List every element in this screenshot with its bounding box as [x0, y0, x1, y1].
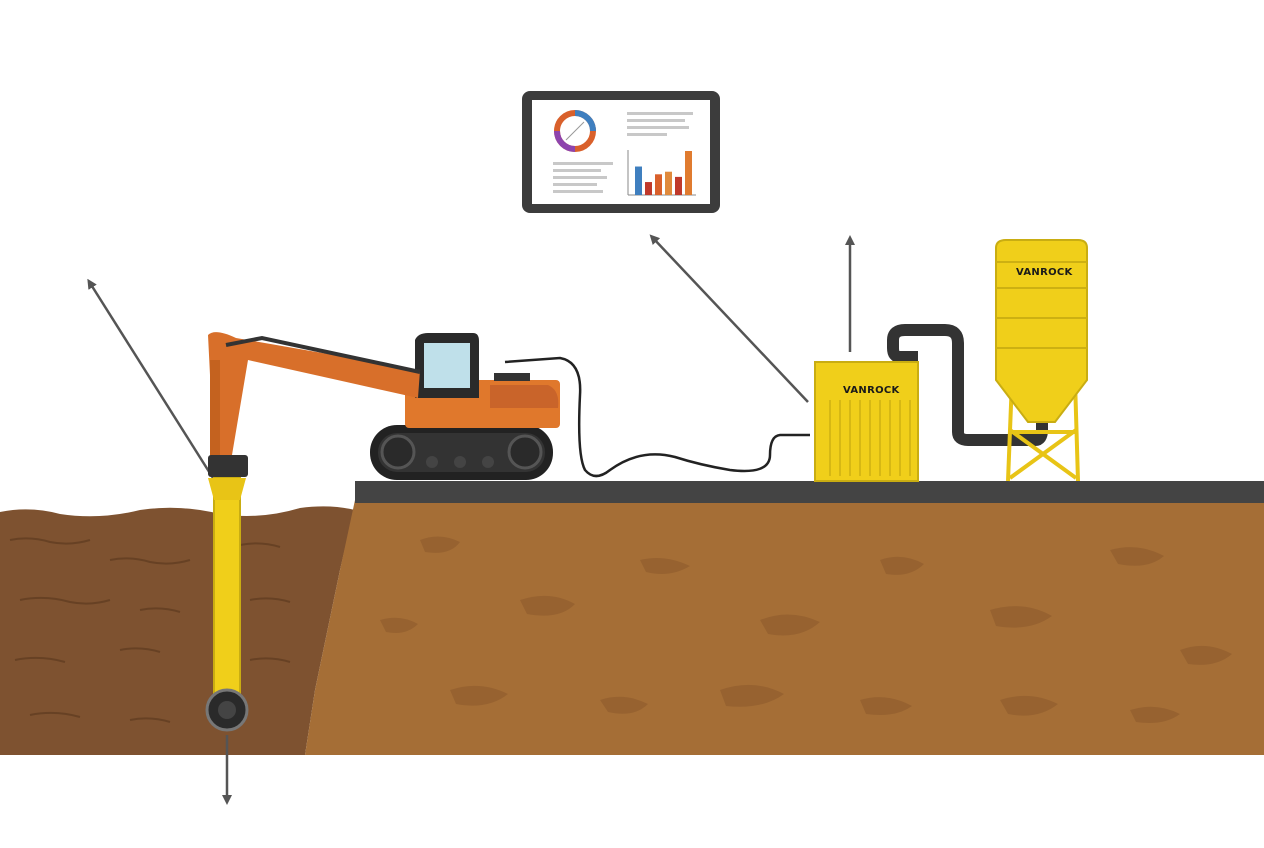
donut-chart: [554, 110, 596, 152]
excavator-tracks: [370, 425, 553, 480]
tablet-chart-bar: [635, 166, 642, 195]
excavator-cab-window: [424, 343, 470, 388]
soil-texture: [380, 536, 1232, 723]
excavator-hydraulic-cylinder: [210, 360, 220, 460]
tablet-screen: [532, 100, 710, 204]
mixing-tool-head-top: [208, 478, 246, 500]
tablet-chart-bar: [685, 151, 692, 195]
excavator-counterweight: [490, 385, 559, 408]
arrow-to-tablet: [649, 234, 809, 403]
mixing-tool-shaft: [213, 477, 241, 711]
hose-silo-to-container: [887, 324, 1048, 446]
ground: [0, 481, 1264, 755]
tablet-chart-bar: [645, 182, 652, 195]
container-body: [814, 361, 919, 482]
excavator-stick: [225, 335, 421, 374]
mixing-drum-hub: [218, 701, 236, 719]
container-corrugation: [829, 400, 911, 476]
tablet-bar-chart: [627, 150, 696, 196]
excavator-engine-grille: [494, 373, 530, 381]
monitoring-tablet: [522, 91, 720, 213]
excavator: [208, 332, 560, 480]
text-lines-right: [627, 112, 693, 136]
tablet-chart-bar: [655, 174, 662, 195]
binder-silo: VANROCK: [995, 239, 1088, 482]
silo-brand-label: VANROCK: [1016, 267, 1074, 278]
text-lines-left: [553, 162, 613, 193]
hoses: [504, 324, 1048, 478]
ground-surface-platform: [355, 481, 1264, 503]
mixing-tool: [205, 477, 249, 732]
arrow-up-left-tool: [87, 278, 215, 479]
mixing-tool-coupler: [208, 455, 248, 477]
mixed-soil-texture: [9, 537, 291, 723]
excavator-boom: [208, 332, 420, 455]
hose-excavator: [504, 356, 810, 478]
mixed-soil-zone: [0, 505, 355, 755]
arrows: [87, 234, 855, 805]
silo-body: [995, 239, 1088, 423]
mixing-container: VANROCK: [814, 361, 919, 482]
tablet-chart-bar: [675, 176, 682, 195]
tablet-chart-bar: [665, 171, 672, 195]
silo-rings: [996, 261, 1087, 349]
container-brand-label: VANROCK: [843, 385, 901, 396]
